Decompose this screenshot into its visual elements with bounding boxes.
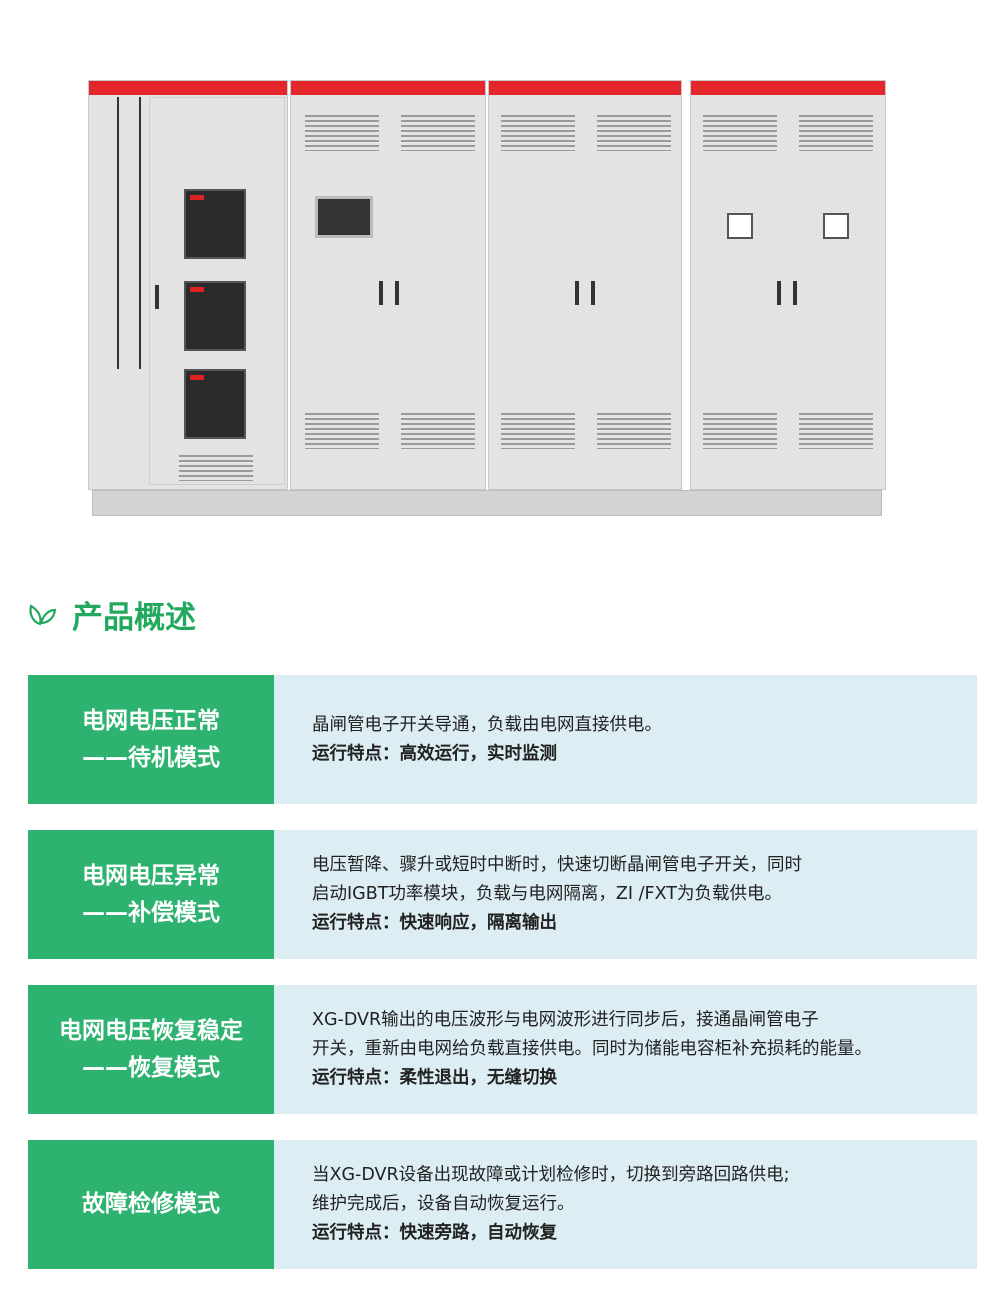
feature-label: 运行特点： xyxy=(312,1068,400,1088)
cabinet-section-bypass xyxy=(88,80,288,490)
mode-desc: 开关，重新由电网给负载直接供电。同时为储能电容柜补充损耗的能量。 xyxy=(312,1039,872,1059)
mode-desc: 电压暂降、骤升或短时中断时，快速切断晶闸管电子开关，同时 xyxy=(312,855,802,875)
feature-label: 运行特点： xyxy=(312,1223,400,1243)
mode-title: 电网电压恢复稳定 xyxy=(59,1017,243,1044)
mode-desc: XG-DVR输出的电压波形与电网波形进行同步后，接通晶闸管电子 xyxy=(312,1010,819,1030)
cabinet-section-storage xyxy=(690,80,886,490)
mode-subtitle: ——待机模式 xyxy=(82,744,220,771)
mode-feature: 运行特点：柔性退出，无缝切换 xyxy=(312,1064,977,1093)
mode-card-compensation: 电网电压异常 ——补偿模式 电压暂降、骤升或短时中断时，快速切断晶闸管电子开关，同… xyxy=(28,830,977,959)
mode-desc: 维护完成后，设备自动恢复运行。 xyxy=(312,1194,575,1214)
mode-title: 电网电压异常 xyxy=(82,862,220,889)
mode-title: 电网电压正常 xyxy=(82,707,220,734)
mode-title: 故障检修模式 xyxy=(82,1191,220,1217)
section-title: 产品概述 xyxy=(72,600,196,636)
mode-desc: 晶闸管电子开关导通，负载由电网直接供电。 xyxy=(312,714,662,735)
mode-feature: 运行特点：快速响应，隔离输出 xyxy=(312,909,977,938)
feature-label: 运行特点： xyxy=(312,743,400,764)
feature-text: 快速响应，隔离输出 xyxy=(399,913,558,933)
feature-text: 高效运行，实时监测 xyxy=(399,743,558,764)
cabinet-section-power xyxy=(488,80,682,490)
leaf-icon xyxy=(29,603,57,625)
mode-desc: 当XG-DVR设备出现故障或计划检修时，切换到旁路回路供电; xyxy=(312,1165,790,1185)
feature-label: 运行特点： xyxy=(312,913,400,933)
mode-card-maintenance: 故障检修模式 当XG-DVR设备出现故障或计划检修时，切换到旁路回路供电; 维护完… xyxy=(28,1140,977,1269)
mode-subtitle: ——补偿模式 xyxy=(82,899,220,926)
mode-feature: 运行特点：快速旁路，自动恢复 xyxy=(312,1219,977,1248)
cabinet-section-control xyxy=(290,80,486,490)
mode-subtitle: ——恢复模式 xyxy=(82,1054,220,1081)
mode-desc: 启动IGBT功率模块，负载与电网隔离，ZI /FXT为负载供电。 xyxy=(312,884,782,904)
feature-text: 柔性退出，无缝切换 xyxy=(399,1068,558,1088)
mode-feature: 运行特点：高效运行，实时监测 xyxy=(312,740,977,769)
cabinet-base xyxy=(92,490,882,516)
feature-text: 快速旁路，自动恢复 xyxy=(399,1223,558,1243)
section-heading: 产品概述 xyxy=(28,592,196,637)
mode-card-standby: 电网电压正常——待机模式 晶闸管电子开关导通，负载由电网直接供电。运行特点：高效… xyxy=(28,675,977,804)
cabinet-image xyxy=(88,80,886,516)
mode-card-recovery: 电网电压恢复稳定 ——恢复模式 XG-DVR输出的电压波形与电网波形进行同步后，接… xyxy=(28,985,977,1114)
